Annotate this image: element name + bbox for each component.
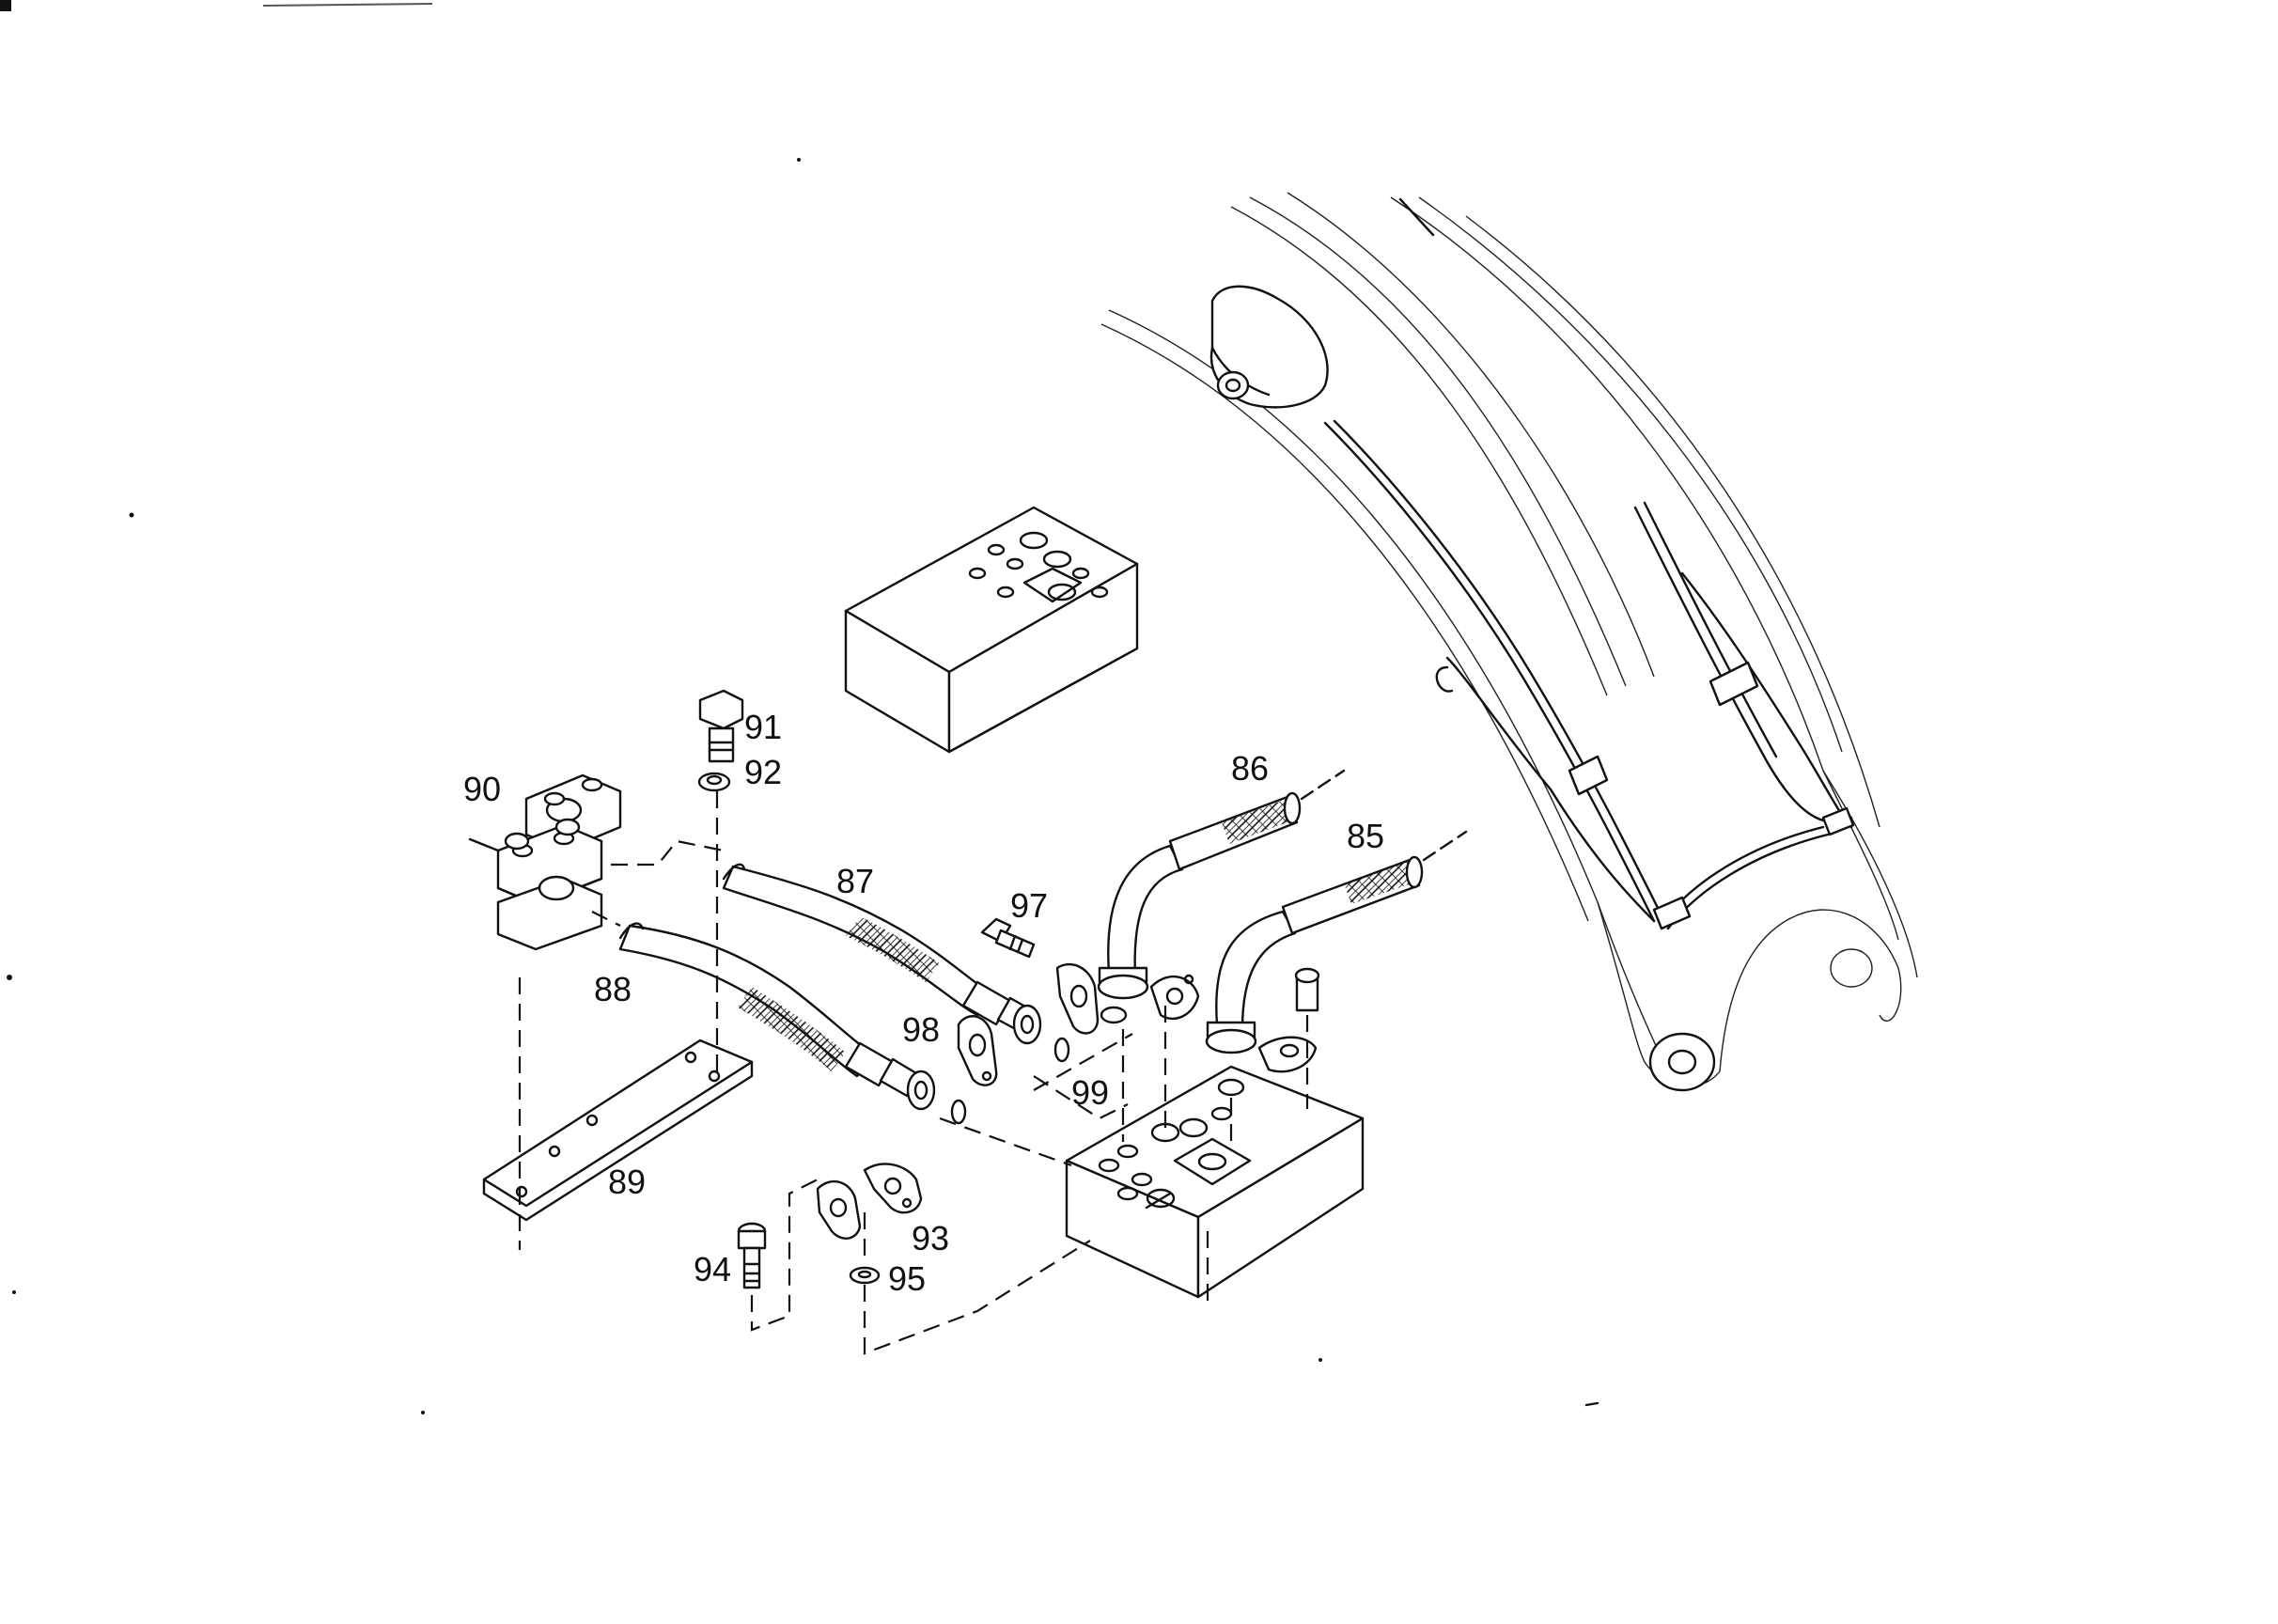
assembly-lines	[518, 791, 1309, 1355]
callout-92: 92	[744, 753, 782, 791]
callout-89: 89	[608, 1163, 646, 1201]
callout-90: 90	[463, 770, 501, 808]
callout-97: 97	[1010, 886, 1048, 925]
washer-95	[849, 1266, 881, 1285]
callout-93: 93	[912, 1219, 949, 1257]
callout-85: 85	[1347, 817, 1384, 855]
hose-87	[722, 863, 1042, 1045]
callout-88: 88	[594, 970, 632, 1008]
callout-95: 95	[888, 1259, 926, 1298]
callout-labels: 85 86 87 88 89 90 91 92 93 94 95 97 98 9…	[463, 708, 1384, 1298]
valve-block-lower	[1065, 1065, 1365, 1299]
callout-91: 91	[744, 708, 782, 746]
screw-94	[737, 1222, 767, 1289]
o-rings	[950, 1006, 1245, 1125]
split-flange-93	[816, 1163, 923, 1240]
pipe-clamp	[468, 773, 622, 951]
callout-99: 99	[1071, 1073, 1109, 1112]
scan-marks	[0, 0, 433, 11]
callout-94: 94	[694, 1250, 731, 1288]
callout-87: 87	[836, 862, 874, 900]
washer-92	[697, 772, 731, 792]
mounting-plate	[482, 1038, 754, 1222]
excavator-boom	[1100, 192, 1918, 1092]
callout-86: 86	[1231, 749, 1269, 788]
hose-88	[618, 922, 936, 1111]
callout-98: 98	[902, 1010, 940, 1049]
hose-85	[1205, 830, 1468, 1054]
split-flange-98	[957, 962, 1320, 1086]
scan-specks	[7, 158, 1599, 1414]
bolt-91	[698, 689, 744, 763]
valve-block-upper	[844, 506, 1139, 754]
hose-86	[1097, 769, 1346, 1000]
bolt-97	[980, 917, 1036, 959]
